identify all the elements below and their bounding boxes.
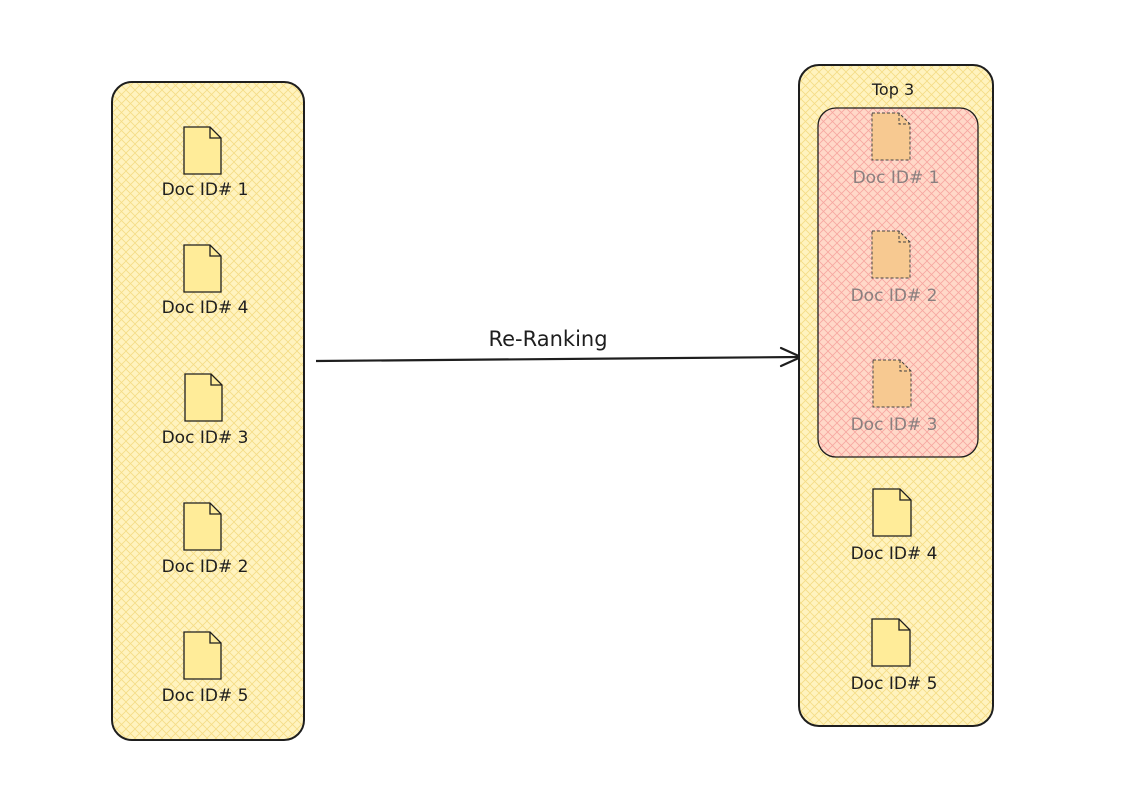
doc-label: Doc ID# 4 <box>851 544 938 564</box>
page-fold-icon <box>209 245 221 257</box>
output-doc-5[interactable]: Doc ID# 5 <box>851 618 938 694</box>
page-fold-icon <box>898 231 910 243</box>
input-doc-1[interactable]: Doc ID# 1 <box>162 126 249 200</box>
input-doc-2[interactable]: Doc ID# 4 <box>162 244 249 318</box>
document-icon <box>183 126 222 175</box>
page-fold-icon <box>209 503 221 515</box>
top-doc-2[interactable]: Doc ID# 2 <box>851 230 938 306</box>
doc-label: Doc ID# 2 <box>851 286 938 306</box>
document-icon <box>183 502 222 551</box>
top-doc-1[interactable]: Doc ID# 1 <box>853 112 940 188</box>
top-group-container <box>817 107 979 458</box>
document-icon <box>871 112 911 161</box>
input-doc-4[interactable]: Doc ID# 2 <box>162 502 249 577</box>
doc-label: Doc ID# 2 <box>162 557 249 577</box>
document-icon <box>184 373 223 422</box>
page-fold-icon <box>209 127 221 139</box>
page-fold-icon <box>898 619 910 631</box>
page-fold-icon <box>209 632 221 644</box>
doc-label: Doc ID# 4 <box>162 298 249 318</box>
re-ranking-label: Re-Ranking <box>488 327 607 351</box>
document-icon <box>872 488 912 537</box>
doc-label: Doc ID# 5 <box>851 674 938 694</box>
input-doc-3[interactable]: Doc ID# 3 <box>162 373 249 448</box>
page-fold-icon <box>898 113 910 125</box>
document-icon <box>872 359 912 408</box>
input-doc-5[interactable]: Doc ID# 5 <box>162 631 249 706</box>
arrow-line <box>315 355 801 363</box>
document-icon <box>871 230 911 279</box>
document-icon <box>183 631 222 680</box>
top-group-label: Top 3 <box>871 80 914 99</box>
page-fold-icon <box>899 489 911 501</box>
document-icon <box>871 618 911 667</box>
page-fold-icon <box>899 360 911 372</box>
document-icon <box>183 244 222 293</box>
doc-label: Doc ID# 5 <box>162 686 249 706</box>
doc-label: Doc ID# 1 <box>853 168 940 188</box>
output-doc-4[interactable]: Doc ID# 4 <box>851 488 938 564</box>
top-doc-3[interactable]: Doc ID# 3 <box>851 359 938 435</box>
doc-label: Doc ID# 1 <box>162 180 249 200</box>
re-ranking-edge[interactable]: Re-Ranking <box>315 327 803 368</box>
doc-label: Doc ID# 3 <box>851 415 938 435</box>
page-fold-icon <box>210 374 222 386</box>
doc-label: Doc ID# 3 <box>162 428 249 448</box>
